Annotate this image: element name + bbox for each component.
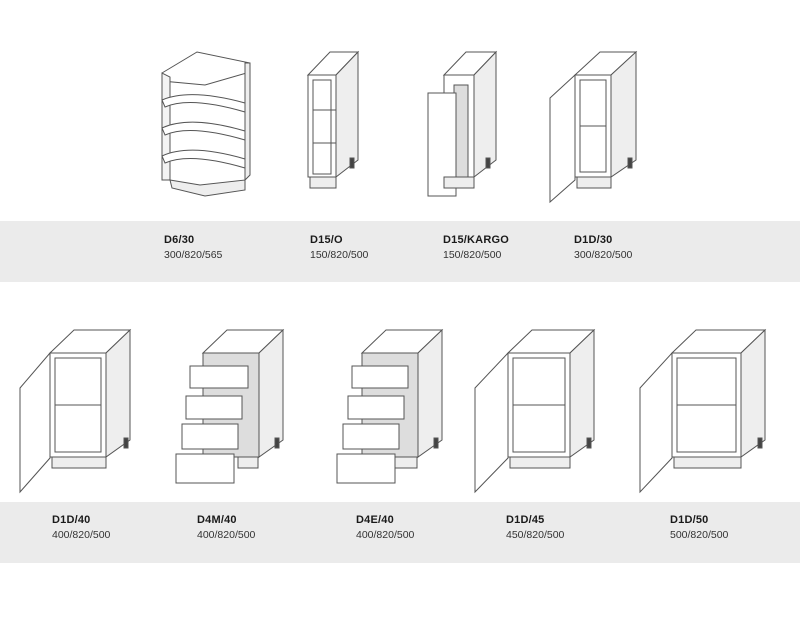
item-code: D1D/50 bbox=[670, 514, 709, 526]
cargo-pullout-icon bbox=[427, 50, 498, 197]
item-code: D15/O bbox=[310, 234, 343, 246]
item-dimensions: 450/820/500 bbox=[506, 529, 565, 541]
item-dimensions: 300/820/500 bbox=[574, 249, 633, 261]
item-code: D6/30 bbox=[164, 234, 195, 246]
label-band-top bbox=[0, 221, 800, 282]
item-code: D1D/45 bbox=[506, 514, 545, 526]
single-door-cabinet-icon bbox=[19, 328, 132, 494]
item-code: D15/KARGO bbox=[443, 234, 509, 246]
item-dimensions: 150/820/500 bbox=[443, 249, 502, 261]
item-code: D1D/30 bbox=[574, 234, 613, 246]
single-door-cabinet-icon bbox=[474, 328, 596, 494]
item-code: D4E/40 bbox=[356, 514, 394, 526]
four-drawer-cabinet-icon bbox=[175, 328, 285, 484]
single-door-cabinet-icon bbox=[549, 50, 638, 204]
corner-open-shelf-icon bbox=[161, 51, 251, 197]
item-code: D4M/40 bbox=[197, 514, 237, 526]
item-dimensions: 150/820/500 bbox=[310, 249, 369, 261]
single-door-cabinet-icon bbox=[639, 328, 767, 494]
item-dimensions: 400/820/500 bbox=[356, 529, 415, 541]
item-dimensions: 400/820/500 bbox=[52, 529, 111, 541]
item-dimensions: 500/820/500 bbox=[670, 529, 729, 541]
label-band-bottom bbox=[0, 502, 800, 563]
narrow-open-shelf-icon bbox=[306, 50, 360, 189]
item-dimensions: 300/820/565 bbox=[164, 249, 223, 261]
four-drawer-cabinet-icon bbox=[336, 328, 444, 484]
item-code: D1D/40 bbox=[52, 514, 91, 526]
item-dimensions: 400/820/500 bbox=[197, 529, 256, 541]
